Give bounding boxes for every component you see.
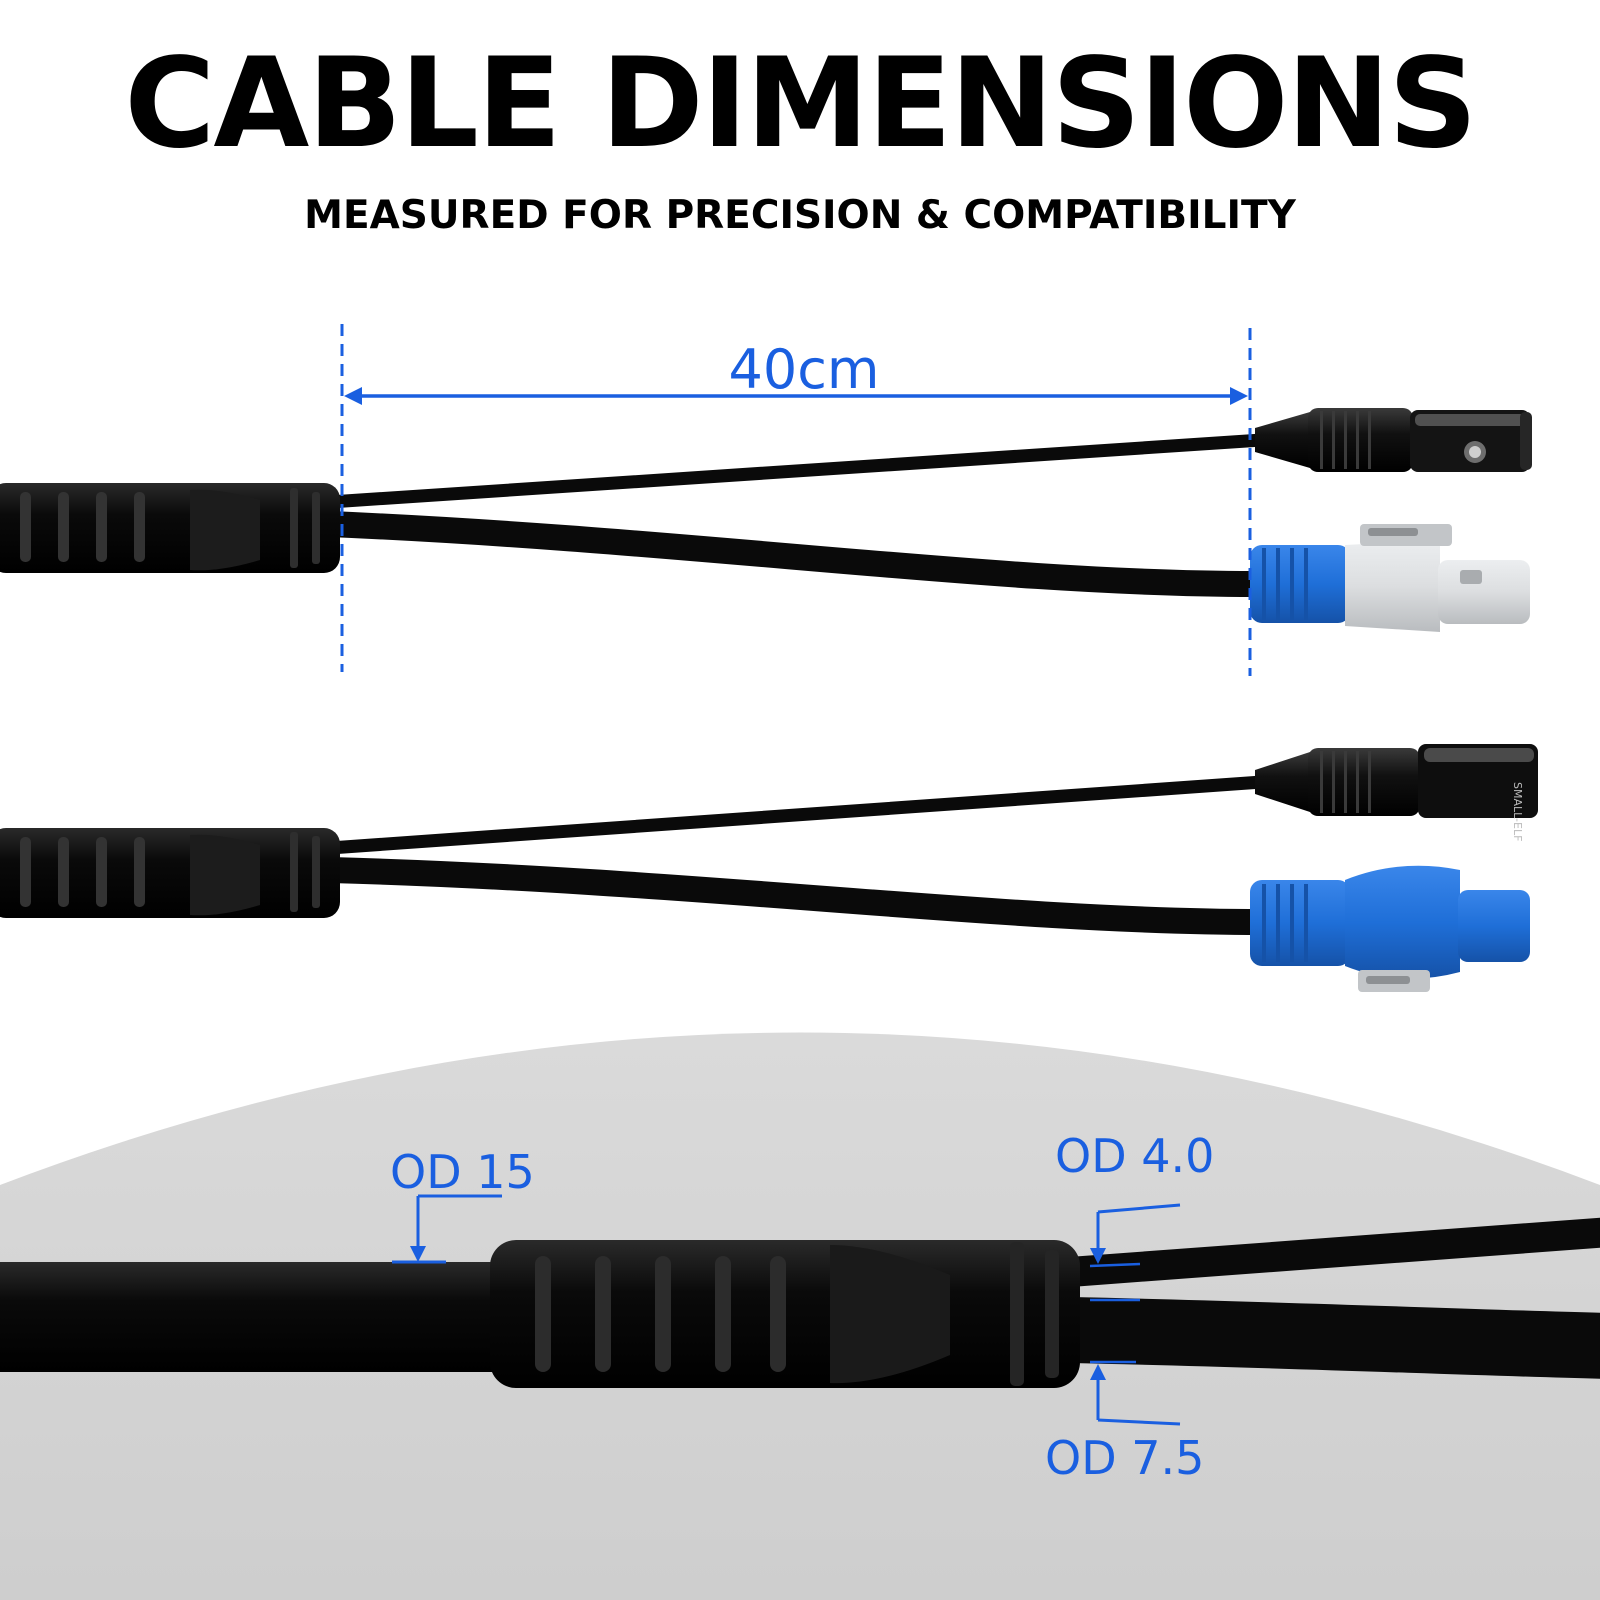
length-dimension: 40cm	[340, 324, 1252, 676]
xlr-male-connector: SMALL-ELF	[1255, 744, 1538, 841]
xlr-female-connector	[1255, 408, 1532, 472]
powercon-connector-top	[1250, 524, 1530, 632]
powercon-connector-middle	[1250, 865, 1530, 992]
page-title: CABLE DIMENSIONS	[124, 32, 1477, 176]
middle-cable: SMALL-ELF	[0, 744, 1538, 992]
splitter-boot-middle	[0, 828, 340, 918]
closeup-cable	[0, 1217, 1600, 1388]
od-main-annotation: OD 15	[390, 1145, 535, 1264]
od-thick-annotation: OD 7.5	[1045, 1360, 1204, 1485]
od-thin-annotation: OD 4.0	[1055, 1129, 1214, 1302]
page-subtitle: MEASURED FOR PRECISION & COMPATIBILITY	[304, 193, 1296, 238]
splitter-boot-closeup	[490, 1240, 1080, 1388]
od-thin-label: OD 4.0	[1055, 1129, 1214, 1183]
top-cable	[0, 408, 1532, 632]
od-main-label: OD 15	[390, 1145, 535, 1199]
splitter-boot-top	[0, 483, 340, 573]
od-thick-label: OD 7.5	[1045, 1431, 1204, 1485]
connector-brand-print: SMALL-ELF	[1511, 782, 1524, 841]
length-label: 40cm	[728, 338, 879, 401]
